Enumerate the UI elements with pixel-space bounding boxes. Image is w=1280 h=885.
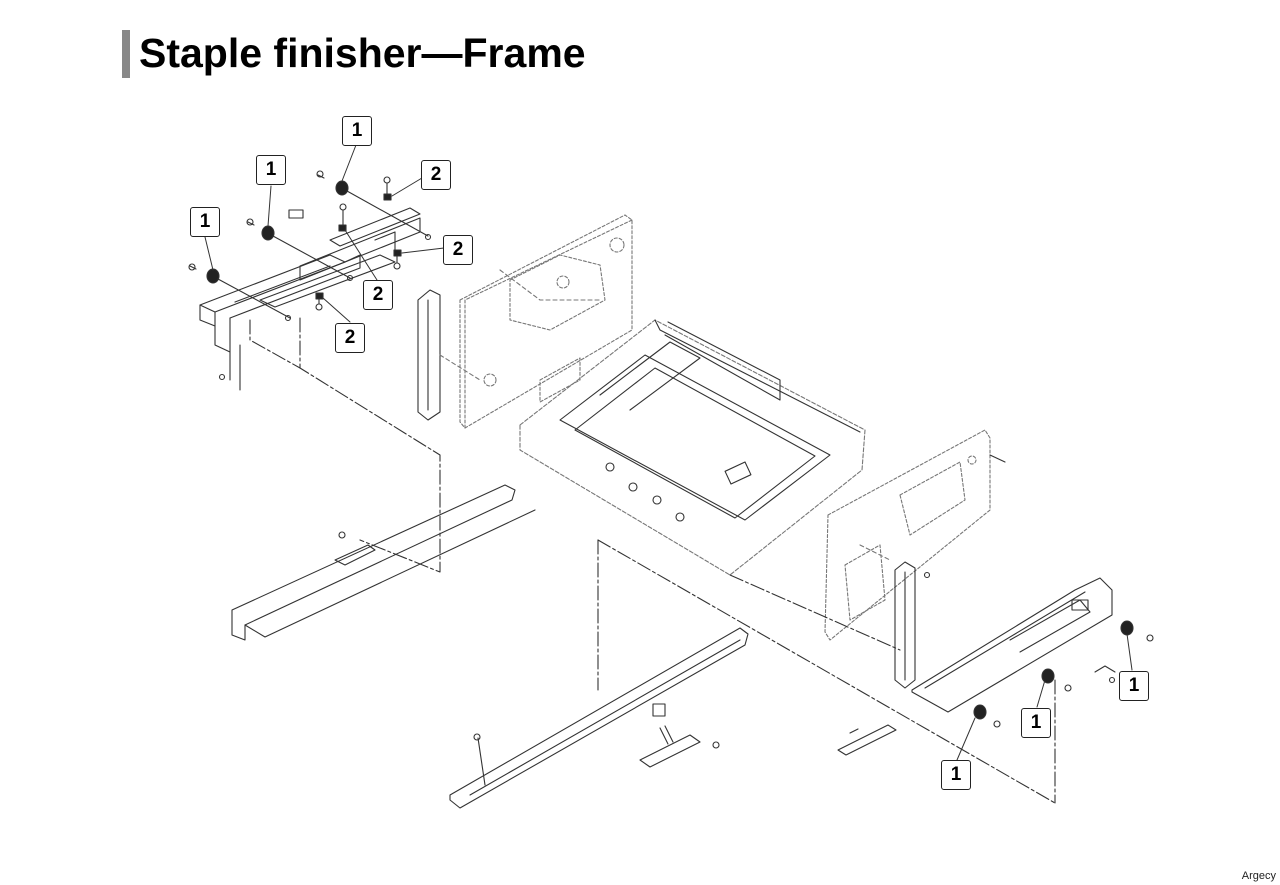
callout-2: 2 <box>335 323 365 353</box>
title-accent-bar <box>122 30 130 78</box>
callout-2: 2 <box>421 160 451 190</box>
page-title: Staple finisher—Frame <box>139 30 586 76</box>
roller-fasteners-upper <box>188 170 432 381</box>
small-bracket-bottom <box>837 724 897 756</box>
left-side-frame-panel <box>459 214 633 429</box>
vertical-bracket-right <box>894 454 1006 689</box>
callout-1: 1 <box>256 155 286 185</box>
bottom-rail-assembly-right <box>911 577 1154 728</box>
callout-2: 2 <box>443 235 473 265</box>
top-rail-assembly <box>199 207 421 391</box>
callout-1: 1 <box>342 116 372 146</box>
callout-1: 1 <box>1021 708 1051 738</box>
callout-leaders <box>204 144 1133 761</box>
callout-1: 1 <box>1119 671 1149 701</box>
dashed-connectors <box>439 269 891 561</box>
center-slide-rail <box>449 627 749 809</box>
callout-1: 1 <box>190 207 220 237</box>
alignment-lines <box>249 317 1056 804</box>
vertical-bracket-left <box>417 289 441 421</box>
right-side-frame-panel <box>824 429 991 641</box>
callout-2: 2 <box>363 280 393 310</box>
callout-1: 1 <box>941 760 971 790</box>
base-tray <box>519 319 866 576</box>
left-slide-rail <box>231 484 536 641</box>
screw-fasteners-upper <box>315 176 402 311</box>
watermark: Argecy <box>1241 870 1276 882</box>
